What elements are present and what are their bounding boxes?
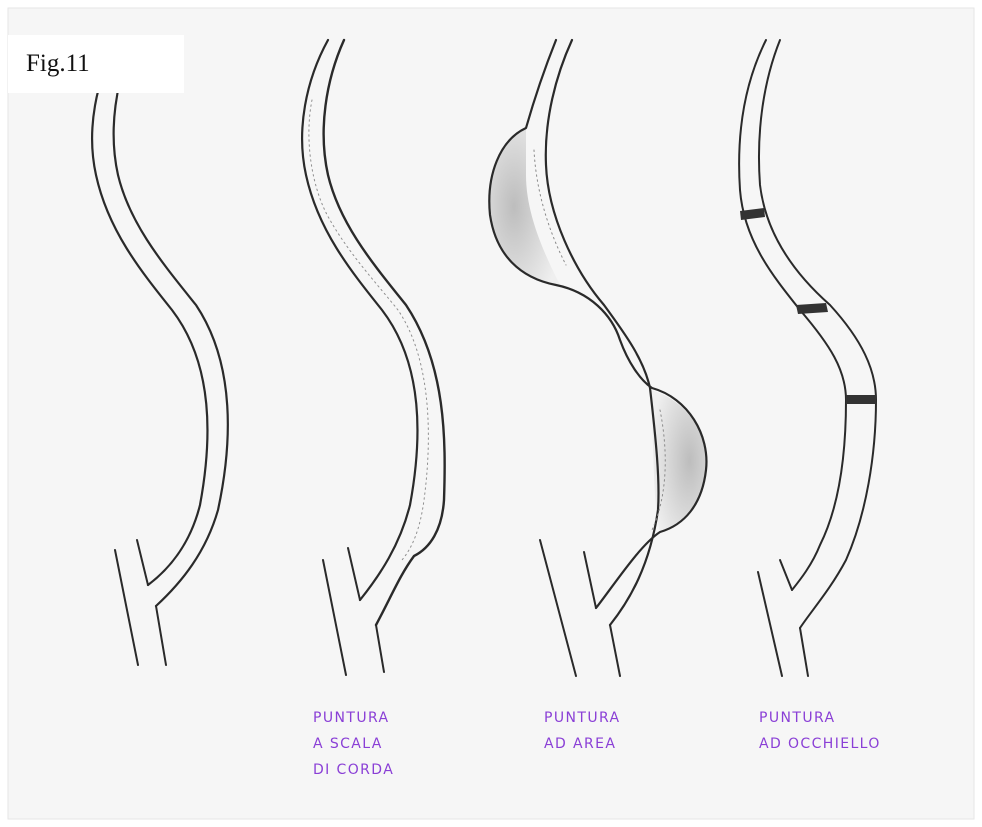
- caption-line: ad occhiello: [759, 731, 881, 757]
- paper-background: [8, 8, 974, 819]
- figure-label: Fig.11: [8, 35, 184, 93]
- caption-line: Puntura: [313, 705, 394, 731]
- caption-rope-ladder: Puntura a scala di corda: [313, 705, 394, 783]
- puncture-band: [846, 395, 876, 404]
- caption-line: Puntura: [759, 705, 881, 731]
- caption-line: di corda: [313, 757, 394, 783]
- caption-line: a scala: [313, 731, 394, 757]
- caption-line: ad area: [544, 731, 621, 757]
- caption-area: Puntura ad area: [544, 705, 621, 757]
- caption-buttonhole: Puntura ad occhiello: [759, 705, 881, 757]
- caption-line: Puntura: [544, 705, 621, 731]
